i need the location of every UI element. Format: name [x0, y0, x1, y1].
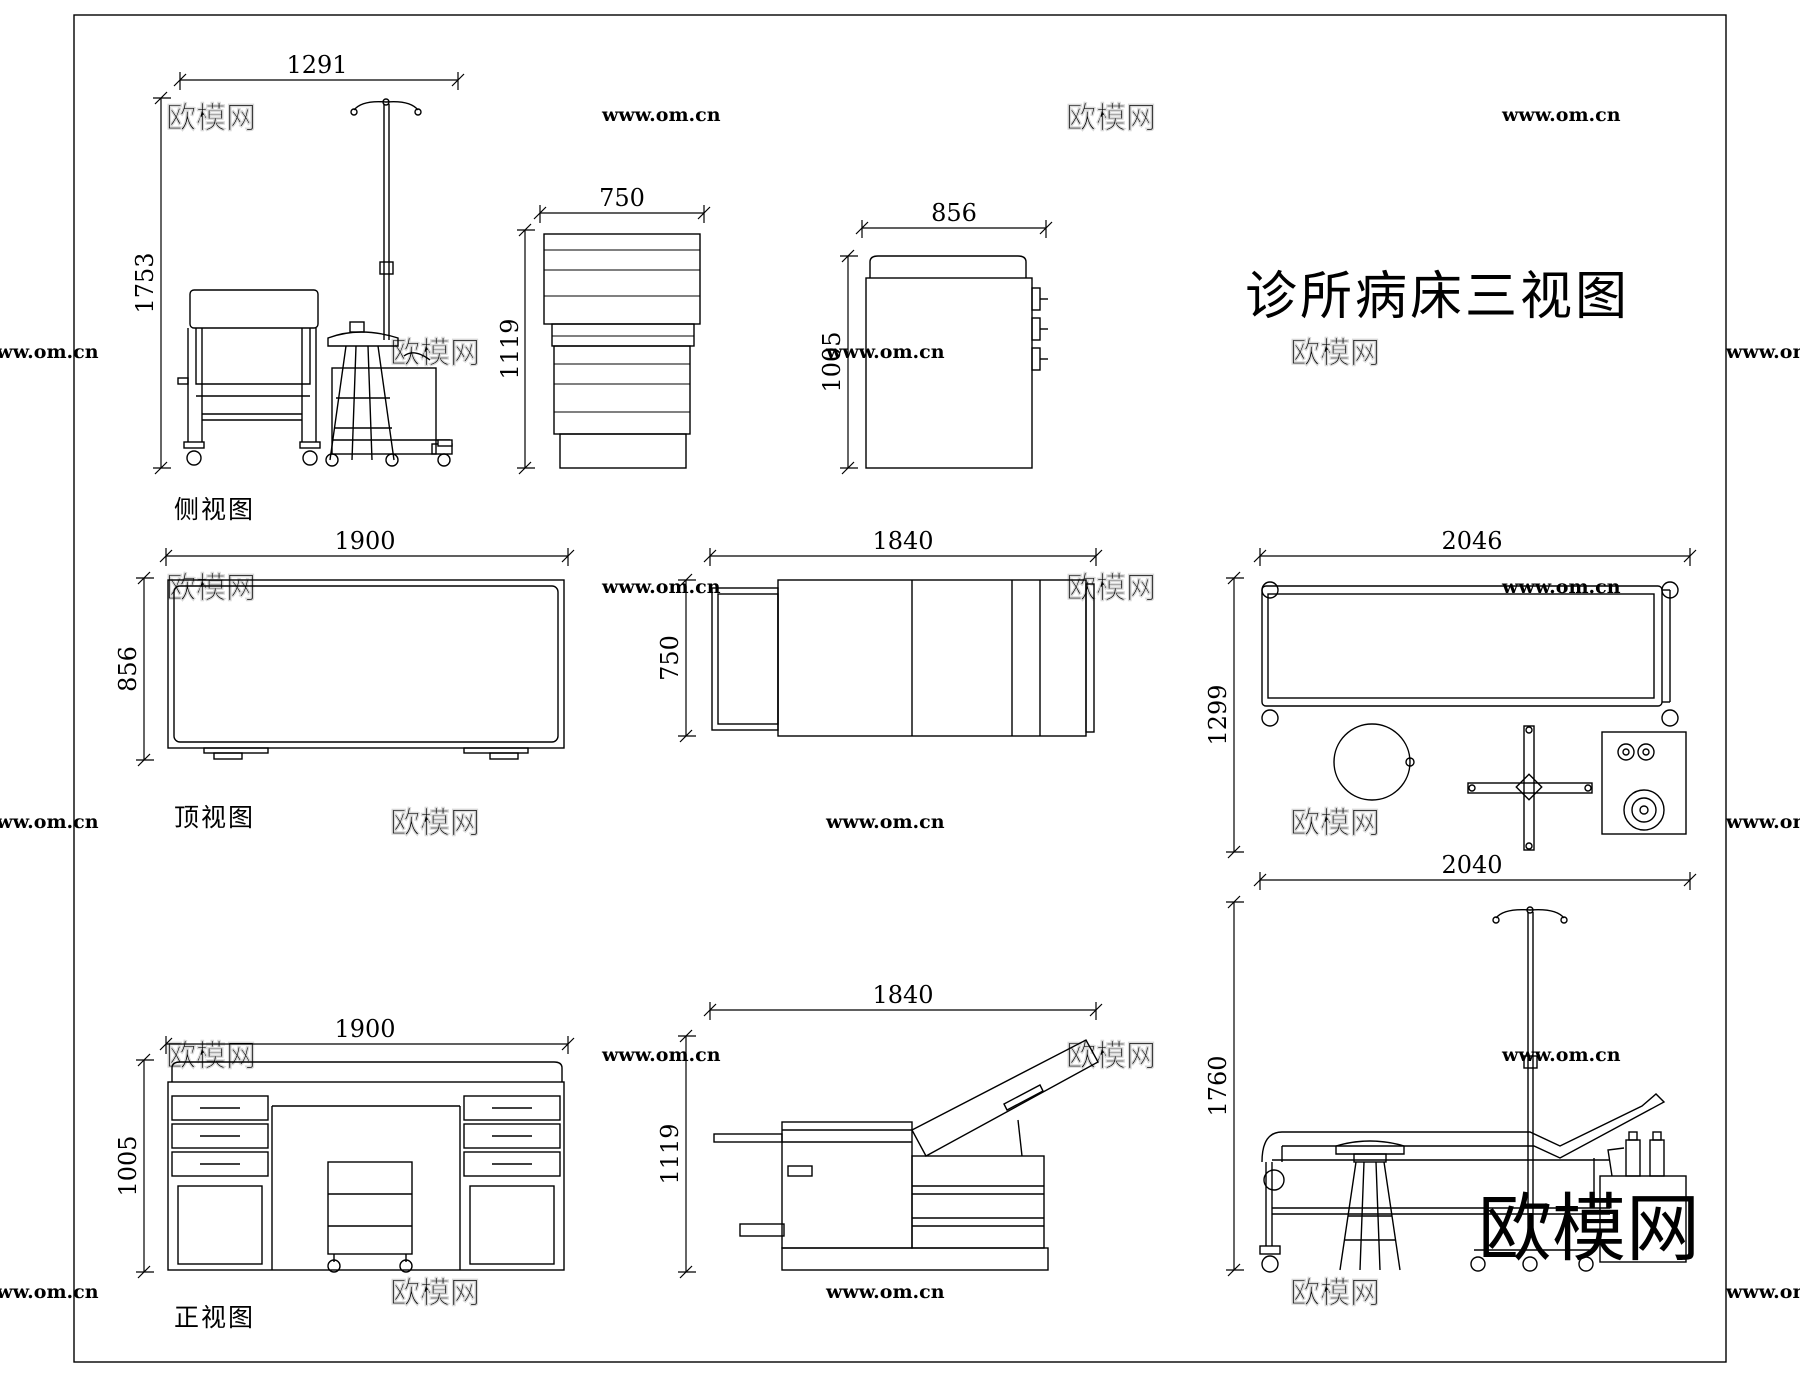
- dimension-label: 1299: [1204, 684, 1232, 745]
- watermark-url: www.om.cn: [825, 341, 945, 363]
- watermark-brand: 欧模网: [1290, 336, 1380, 371]
- dimension-label: 2046: [1441, 527, 1502, 555]
- watermark-url: www.om.cn: [1501, 1044, 1621, 1066]
- bed-top-view-drawing: 1840 750: [656, 527, 1103, 743]
- watermark-brand: 欧模网: [1290, 1276, 1380, 1311]
- dimension-label: 2040: [1441, 851, 1502, 879]
- stretcher-top-view-drawing: 2046 1299: [1204, 527, 1697, 859]
- dimension-label: 856: [114, 646, 142, 692]
- dimension-stretcher-side-length: 2040: [1253, 851, 1697, 890]
- watermark-brand: 欧模网: [1066, 1039, 1156, 1074]
- dimension-top-width: 1900: [159, 527, 575, 566]
- watermark-brand: 欧模网: [1066, 101, 1156, 136]
- dimension-bed-side-height: 1119: [656, 1029, 696, 1279]
- dimension-stretcher-top-width: 1299: [1204, 571, 1244, 859]
- watermark-url: www.om.cn: [601, 104, 721, 126]
- caption-side-view: 侧视图: [174, 495, 255, 524]
- dimension-cabinet-height: 1005: [818, 249, 858, 475]
- watermark-url: www.om.cn: [0, 811, 99, 833]
- watermark-brand: 欧模网: [1066, 571, 1156, 606]
- watermark-brand: 欧模网: [390, 1276, 480, 1311]
- sheet-border: [73, 14, 1727, 1363]
- watermark-url: www.om.cn: [0, 341, 99, 363]
- dimension-label: 1840: [872, 527, 933, 555]
- drawing-title: 诊所病床三视图: [1245, 267, 1630, 327]
- dimension-label: 1900: [334, 1015, 395, 1043]
- watermark-url: www.om.cn: [601, 1044, 721, 1066]
- dimension-side-width: 1291: [173, 51, 465, 90]
- side-view-drawing: 1291 1753: [131, 51, 465, 524]
- watermark-url: www.om.cn: [601, 576, 721, 598]
- dimension-label: 1119: [496, 318, 524, 379]
- dimension-label: 1840: [872, 981, 933, 1009]
- dimension-label: 1005: [818, 331, 846, 392]
- dimension-end-height: 1119: [496, 223, 535, 475]
- dimension-bed-top-width: 750: [656, 573, 696, 743]
- watermark-brand: 欧模网: [390, 336, 480, 371]
- watermark-url: www.om.cn: [1725, 811, 1800, 833]
- dimension-label: 1291: [286, 51, 347, 79]
- dimension-label: 1119: [656, 1123, 684, 1184]
- dimension-cabinet-width: 856: [855, 199, 1053, 238]
- watermark-url: www.om.cn: [1501, 576, 1621, 598]
- dimension-top-depth: 856: [114, 571, 154, 767]
- dimension-side-height: 1753: [131, 91, 171, 475]
- dimension-label: 1760: [1204, 1055, 1232, 1116]
- dimension-label: 1753: [131, 252, 159, 313]
- watermark-url: www.om.cn: [0, 1281, 99, 1303]
- watermark-layer: 欧模网 www.om.cn 欧模网 www.om.cn www.om.cn 欧模…: [0, 100, 1800, 1311]
- dimension-front-height: 1005: [114, 1053, 154, 1279]
- top-view-drawing: 1900 856 顶视图: [114, 527, 575, 832]
- dimension-label: 750: [656, 635, 684, 681]
- dimension-bed-top-length: 1840: [703, 527, 1103, 566]
- caption-top-view: 顶视图: [174, 803, 255, 832]
- dimension-front-width: 1900: [159, 1015, 575, 1054]
- watermark-brand: 欧模网: [390, 806, 480, 841]
- dimension-end-width: 750: [533, 184, 711, 223]
- dimension-bed-side-length: 1840: [703, 981, 1103, 1020]
- front-view-drawing: 1900 1005: [114, 1015, 575, 1332]
- dimension-label: 1900: [334, 527, 395, 555]
- watermark-url: www.om.cn: [1725, 1281, 1800, 1303]
- brand-logo: 欧模网: [1478, 1186, 1700, 1272]
- watermark-url: www.om.cn: [825, 1281, 945, 1303]
- dimension-label: 1005: [114, 1135, 142, 1196]
- watermark-url: www.om.cn: [1501, 104, 1621, 126]
- dimension-label: 750: [599, 184, 645, 212]
- watermark-brand: 欧模网: [166, 571, 256, 606]
- watermark-url: www.om.cn: [825, 811, 945, 833]
- watermark-brand: 欧模网: [1290, 806, 1380, 841]
- caption-front-view: 正视图: [174, 1303, 255, 1332]
- watermark-brand: 欧模网: [166, 101, 256, 136]
- end-view-drawing: 750 1119: [496, 184, 711, 475]
- dimension-stretcher-top-length: 2046: [1253, 527, 1697, 566]
- watermark-url: www.om.cn: [1725, 341, 1800, 363]
- dimension-label: 856: [931, 199, 977, 227]
- bed-side-view-drawing: 1840 1119: [656, 981, 1103, 1279]
- dimension-stretcher-side-height: 1760: [1204, 895, 1244, 1277]
- cabinet-view-drawing: 856 1005: [818, 199, 1053, 475]
- stretcher-side-view-drawing: 2040 1760: [1204, 851, 1697, 1277]
